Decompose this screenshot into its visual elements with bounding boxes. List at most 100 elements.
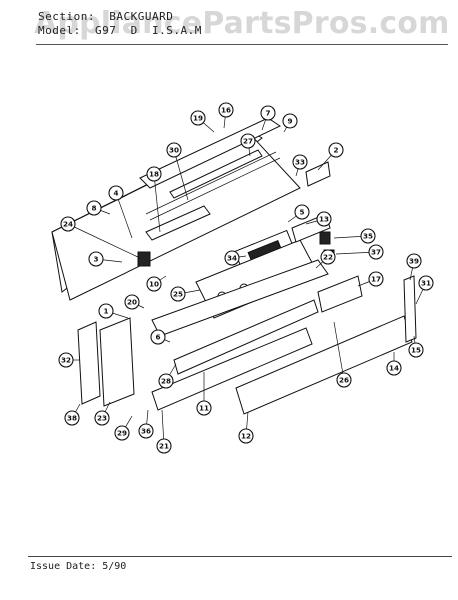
callout-number: 35: [363, 232, 373, 241]
callout-bubble: [196, 400, 212, 416]
callout-number: 16: [221, 106, 231, 115]
callout-bubble: [150, 329, 166, 345]
callout-number: 9: [287, 117, 292, 126]
callout-number: 10: [149, 280, 159, 289]
part-callout-33: 33: [292, 154, 308, 170]
callout-number: 17: [371, 275, 381, 284]
callout-number: 12: [241, 432, 251, 441]
callout-number: 37: [371, 248, 381, 257]
part-callouts: 1234567891011121314151617181920212223242…: [58, 102, 434, 454]
callout-bubble: [282, 113, 298, 129]
lower-trim: [151, 327, 313, 411]
callout-number: 21: [159, 442, 169, 451]
leader-line-24: [67, 223, 141, 259]
callout-number: 8: [91, 204, 96, 213]
callout-bubble: [406, 253, 422, 269]
callout-number: 2: [333, 146, 338, 155]
issue-date: Issue Date: 5/90: [30, 561, 127, 572]
part-callout-25: 25: [170, 286, 186, 302]
callout-number: 7: [265, 109, 270, 118]
leader-line-26: [333, 321, 345, 381]
part-callout-31: 31: [418, 275, 434, 291]
callout-number: 29: [117, 429, 127, 438]
part-callout-11: 11: [196, 400, 212, 416]
callout-number: 18: [149, 170, 159, 179]
callout-bubble: [240, 133, 256, 149]
callout-number: 34: [227, 254, 237, 263]
callout-bubble: [320, 249, 336, 265]
callout-number: 28: [161, 377, 171, 386]
callout-number: 31: [421, 279, 431, 288]
callout-bubble: [218, 102, 234, 118]
part-callout-4: 4: [108, 185, 124, 201]
part-callout-13: 13: [316, 211, 332, 227]
callout-bubble: [146, 276, 162, 292]
vent-strip: [173, 299, 319, 375]
part-callout-36: 36: [138, 423, 154, 439]
part-callout-16: 16: [218, 102, 234, 118]
part-callout-7: 7: [260, 105, 276, 121]
callout-bubble: [158, 373, 174, 389]
callout-bubble: [108, 185, 124, 201]
part-callout-10: 10: [146, 276, 162, 292]
callout-bubble: [292, 154, 308, 170]
callout-bubble: [58, 352, 74, 368]
callout-number: 23: [97, 414, 107, 423]
bracket: [145, 205, 211, 241]
hinge-bracket: [305, 161, 331, 187]
part-callout-14: 14: [386, 360, 402, 376]
callout-number: 15: [411, 346, 421, 355]
callout-bubble: [336, 372, 352, 388]
callout-bubble: [238, 428, 254, 444]
part-callout-32: 32: [58, 352, 74, 368]
callout-number: 24: [63, 220, 73, 229]
callout-number: 20: [127, 298, 137, 307]
leader-line-4: [115, 192, 133, 239]
callout-bubble: [368, 244, 384, 260]
callout-bubble: [368, 271, 384, 287]
end-cap-right: [317, 275, 363, 313]
channel-rail-lower: [149, 157, 281, 221]
part-callout-8: 8: [86, 200, 102, 216]
part-callout-12: 12: [238, 428, 254, 444]
callout-number: 11: [199, 404, 209, 413]
callout-bubble: [64, 410, 80, 426]
channel-rail: [145, 151, 277, 215]
callout-bubble: [86, 200, 102, 216]
callout-bubble: [328, 142, 344, 158]
part-callout-21: 21: [156, 438, 172, 454]
part-callout-9: 9: [282, 113, 298, 129]
footer-divider: [28, 556, 452, 557]
callout-bubble: [360, 228, 376, 244]
callout-bubble: [114, 425, 130, 441]
part-callout-17: 17: [368, 271, 384, 287]
leader-line-18: [153, 173, 161, 233]
callout-bubble: [94, 410, 110, 426]
callout-number: 13: [319, 215, 329, 224]
part-callout-30: 30: [166, 142, 182, 158]
part-callout-34: 34: [224, 250, 240, 266]
front-glass-panel: [235, 315, 413, 415]
callout-bubble: [156, 438, 172, 454]
callout-number: 19: [193, 114, 203, 123]
tube-element: [169, 149, 263, 199]
part-callout-20: 20: [124, 294, 140, 310]
callout-bubble: [166, 142, 182, 158]
part-callout-5: 5: [294, 204, 310, 220]
callout-number: 22: [323, 253, 333, 262]
part-callout-35: 35: [360, 228, 376, 244]
callout-bubble: [260, 105, 276, 121]
callout-number: 5: [299, 208, 304, 217]
callout-number: 33: [295, 158, 305, 167]
callout-number: 3: [93, 255, 98, 264]
part-callout-39: 39: [406, 253, 422, 269]
title-divider: [36, 44, 448, 45]
part-callout-38: 38: [64, 410, 80, 426]
part-callout-19: 19: [190, 110, 206, 126]
callout-bubble: [418, 275, 434, 291]
part-callout-29: 29: [114, 425, 130, 441]
part-callout-3: 3: [88, 251, 104, 267]
switch-35: [319, 231, 331, 245]
callout-bubble: [170, 286, 186, 302]
callout-bubble: [408, 342, 424, 358]
